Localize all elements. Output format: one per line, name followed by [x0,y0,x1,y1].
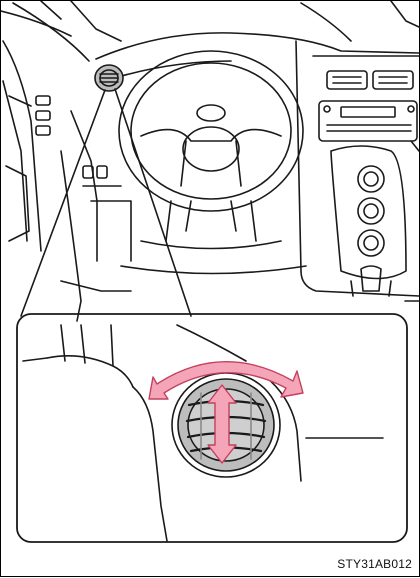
vent-detail-callout [17,314,407,542]
dashboard-scene [1,1,419,321]
figure-code: STY31AB012 [337,557,412,571]
